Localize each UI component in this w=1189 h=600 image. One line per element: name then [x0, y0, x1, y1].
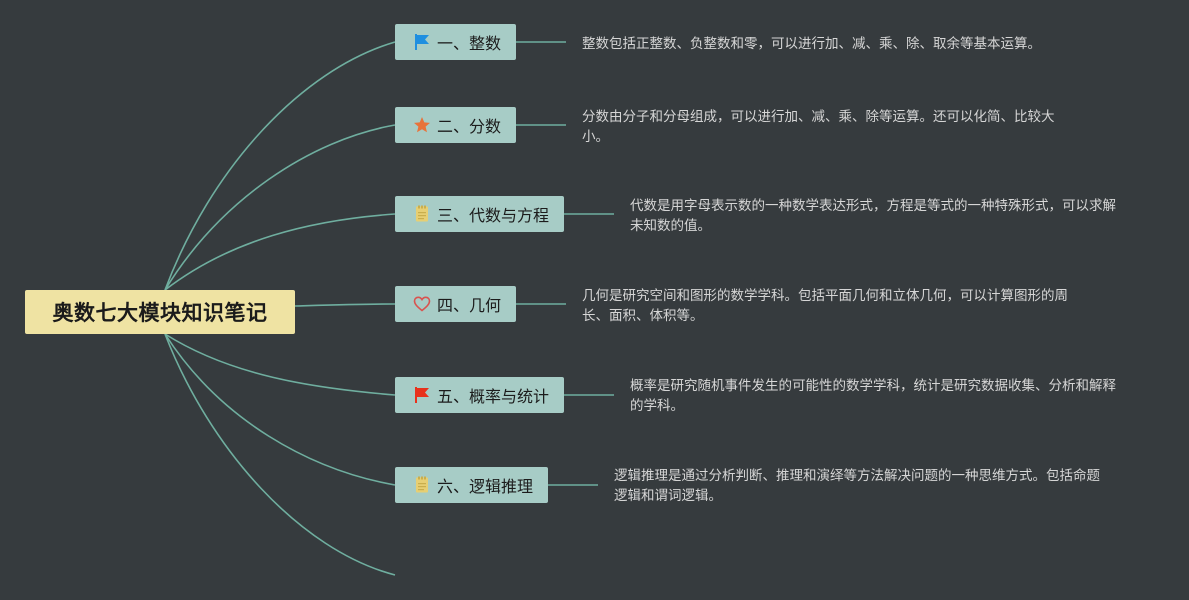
- branch-label: 一、整数: [437, 34, 502, 53]
- notebook-icon: [413, 476, 431, 494]
- root-topic-title: 奥数七大模块知识笔记: [52, 301, 268, 325]
- connector-root-to-branch-5: [164, 333, 396, 396]
- note-fractions: 分数由分子和分母组成，可以进行加、减、乘、除等运算。还可以化简、比较大小。: [582, 109, 1055, 145]
- root-topic[interactable]: 奥数七大模块知识笔记: [25, 290, 295, 334]
- branch-topic-fractions[interactable]: 二、分数: [395, 107, 516, 143]
- connector-root-to-branch-4: [294, 303, 396, 307]
- star-icon: [413, 116, 431, 134]
- branch-topic-probability-statistics[interactable]: 五、概率与统计: [395, 377, 564, 413]
- heart-icon: [413, 295, 431, 313]
- branch-label: 六、逻辑推理: [437, 477, 534, 496]
- note-probability-statistics: 概率是研究随机事件发生的可能性的数学学科，统计是研究数据收集、分析和解释的学科。: [630, 378, 1116, 414]
- branch-topic-algebra-equations[interactable]: 三、代数与方程: [395, 196, 564, 232]
- note-logical-reasoning: 逻辑推理是通过分析判断、推理和演绎等方法解决问题的一种思维方式。包括命题逻辑和谓…: [614, 468, 1100, 504]
- branch-topic-integers[interactable]: 一、整数: [395, 24, 516, 60]
- branch-label: 三、代数与方程: [437, 206, 550, 225]
- note-integers: 整数包括正整数、负整数和零，可以进行加、减、乘、除、取余等基本运算。: [582, 36, 1041, 52]
- connector-root-to-branch-2: [164, 124, 396, 291]
- branch-label: 二、分数: [437, 117, 502, 136]
- branch-label: 四、几何: [437, 296, 502, 315]
- note-geometry: 几何是研究空间和图形的数学学科。包括平面几何和立体几何，可以计算图形的周长、面积…: [582, 288, 1068, 324]
- note-algebra-equations: 代数是用字母表示数的一种数学表达形式，方程是等式的一种特殊形式，可以求解未知数的…: [630, 198, 1116, 234]
- connector-root-to-branch-3: [164, 213, 396, 291]
- flag-red-icon: [413, 386, 431, 404]
- branch-label: 五、概率与统计: [437, 387, 550, 406]
- notebook-icon: [413, 205, 431, 223]
- flag-blue-icon: [413, 33, 431, 51]
- connector-root-to-branch-1: [164, 41, 396, 291]
- branch-topic-geometry[interactable]: 四、几何: [395, 286, 516, 322]
- connector-root-to-empty-branch: [164, 333, 396, 576]
- connector-lines: [164, 41, 614, 576]
- connector-root-to-branch-6: [164, 333, 396, 486]
- branch-topic-logical-reasoning[interactable]: 六、逻辑推理: [395, 467, 548, 503]
